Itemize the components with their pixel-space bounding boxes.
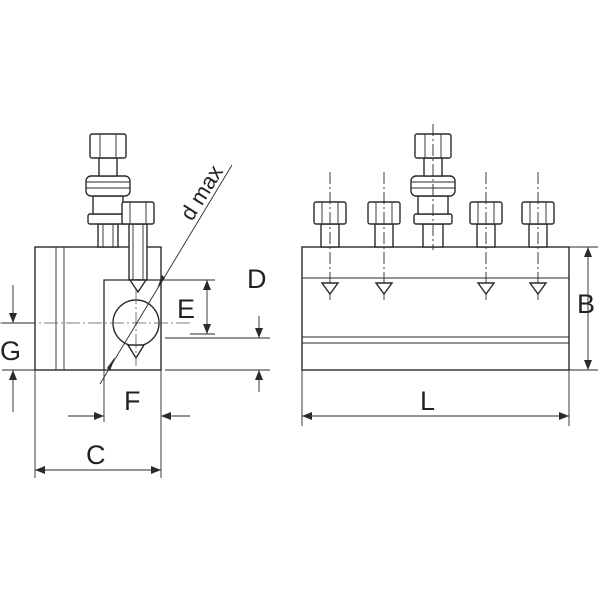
label-c: C [86, 440, 106, 470]
label-b: B [577, 289, 595, 319]
dimension-f [68, 370, 190, 422]
front-screw-large [410, 124, 456, 250]
label-d-max: d max [175, 161, 228, 225]
dimension-l [301, 370, 570, 426]
dimension-d [165, 316, 270, 392]
dimension-g [2, 285, 35, 412]
label-g: G [0, 336, 21, 366]
label-d: D [247, 264, 267, 294]
dimension-e [161, 279, 215, 335]
side-view [0, 133, 233, 385]
front-screw-1 [313, 172, 347, 300]
label-l: L [420, 386, 435, 416]
front-view [301, 124, 570, 371]
front-view-block [301, 246, 570, 371]
front-screw-5 [521, 172, 555, 300]
front-screw-2 [367, 172, 401, 300]
front-screw-4 [469, 172, 503, 300]
dimension-b [569, 246, 598, 371]
dimension-c [34, 370, 162, 478]
label-f: F [124, 386, 141, 416]
label-e: E [177, 294, 195, 324]
clamp-screw-large [85, 133, 131, 248]
clamp-screw-small [121, 201, 155, 294]
